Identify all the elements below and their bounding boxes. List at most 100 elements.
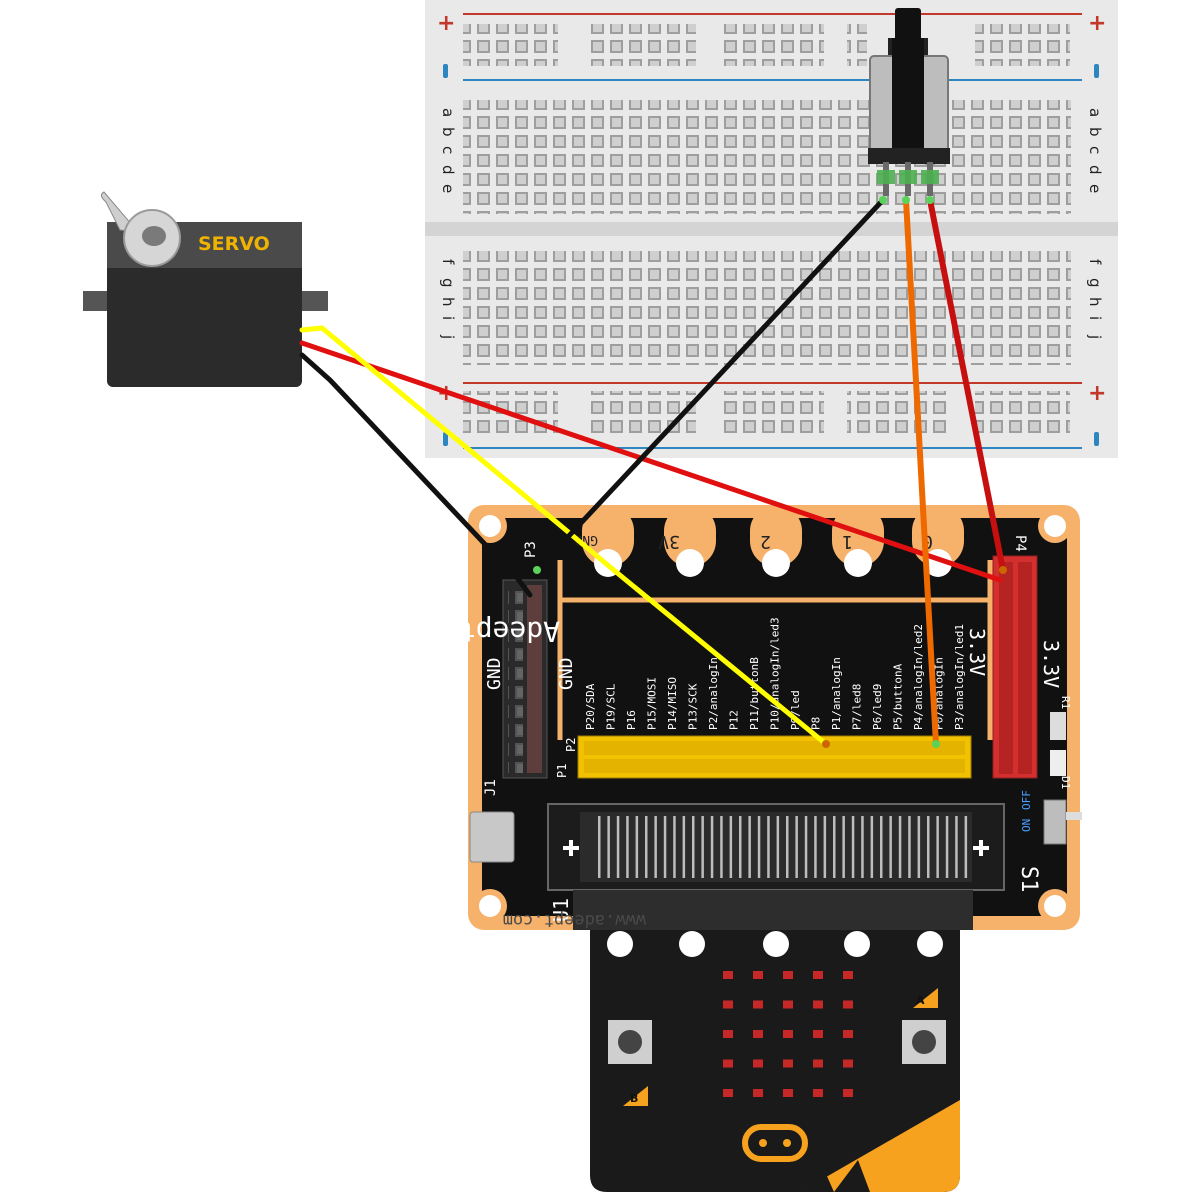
edge-pin	[898, 816, 902, 878]
edge-pin	[870, 816, 874, 878]
pot-ground-wire	[534, 197, 886, 573]
led-pixel	[753, 1059, 763, 1068]
mounting-holes	[473, 509, 1072, 923]
led-pixel	[813, 1059, 823, 1068]
edge-pin	[814, 816, 817, 878]
svg-text:a: a	[439, 108, 457, 117]
board-brand-text: Adeept	[459, 615, 560, 648]
pad-label-2: 2	[760, 531, 771, 552]
bottom-right-minus-symbol	[1094, 432, 1099, 446]
pin-label: P15/MOSI	[646, 677, 659, 730]
led-pixel	[843, 1030, 853, 1038]
button-a-label: A	[916, 994, 925, 1007]
adeept-breakout-board: GND 3V 2 1 0 Adeep	[459, 505, 1082, 930]
top-right-plus-symbol: +	[1088, 11, 1106, 36]
pin-label: P10/analogIn/led3	[769, 617, 782, 730]
servo-power-wire	[299, 340, 1003, 583]
button-b-label: B	[630, 1092, 638, 1105]
led-matrix	[723, 971, 853, 1097]
led-pixel	[753, 1030, 763, 1038]
row-letters-right-top: a b c d e	[1086, 108, 1104, 193]
led-pixel	[813, 1030, 823, 1038]
rotary-potentiometer-icon	[868, 8, 950, 196]
edge-pin	[598, 816, 601, 878]
row-letters-right-bottom: f g h i j	[1086, 259, 1104, 339]
gnd-right-label: GND	[556, 657, 577, 690]
power-switch[interactable]	[1043, 799, 1067, 845]
svg-text:b: b	[1086, 127, 1104, 137]
svg-text:d: d	[1086, 165, 1104, 175]
pad-label-1: 1	[842, 531, 853, 552]
pin-label: P7/led8	[851, 684, 864, 730]
svg-text:i: i	[439, 316, 457, 320]
svg-text:f: f	[439, 259, 457, 265]
edge-pin	[833, 816, 836, 878]
svg-text:b: b	[439, 127, 457, 137]
svg-text:j: j	[439, 334, 457, 339]
edge-pin	[607, 816, 610, 878]
edge-connector-pins	[598, 816, 968, 878]
pin-label: P5/buttonA	[892, 663, 905, 730]
top-rail-holes	[463, 24, 1070, 66]
v33-left-label: 3.3V	[965, 628, 989, 676]
svg-text:f: f	[1086, 259, 1104, 265]
edge-pin	[710, 816, 714, 878]
pot-power-wire	[927, 197, 1006, 573]
edge-pin	[927, 816, 930, 878]
servo-motor: SERVO	[83, 191, 328, 387]
led-pixel	[783, 1030, 793, 1038]
u1-label: U1	[549, 898, 573, 922]
led-pixel	[723, 1000, 733, 1009]
led-pixel	[753, 971, 763, 979]
edge-pin	[936, 816, 939, 878]
edge-pin	[861, 816, 864, 878]
edge-pin	[729, 816, 733, 878]
bottom-terminal-strip	[463, 251, 1071, 365]
j1-label: J1	[483, 779, 499, 796]
edge-pin	[720, 816, 723, 878]
v33-right-label: 3.3V	[1039, 640, 1063, 688]
led-pixel	[813, 1000, 823, 1009]
bottom-rail-holes	[463, 391, 1070, 433]
led-pixel	[813, 971, 823, 979]
edge-pin	[682, 816, 686, 878]
servo-signal-wire	[299, 325, 829, 747]
edge-pin	[804, 816, 808, 878]
usb-port[interactable]	[469, 811, 515, 863]
edge-pin	[823, 816, 827, 878]
d1-led	[1050, 750, 1066, 776]
servo-label: SERVO	[198, 233, 270, 255]
v33-header-red	[992, 555, 1038, 779]
edge-pin	[645, 816, 648, 878]
svg-text:d: d	[439, 165, 457, 175]
svg-text:j: j	[1086, 334, 1104, 339]
edge-pin	[767, 816, 770, 878]
microbit-logo	[742, 1124, 808, 1162]
svg-text:i: i	[1086, 316, 1104, 320]
edge-pin	[757, 816, 761, 878]
svg-text:e: e	[439, 184, 457, 193]
edge-pin	[739, 816, 742, 878]
row-letters-left-top: a b c d e	[439, 108, 457, 193]
led-pixel	[843, 1089, 853, 1097]
pad-label-3v: 3V	[658, 531, 680, 552]
led-pixel	[723, 971, 733, 979]
edge-pin	[776, 816, 780, 878]
pin-label: P14/MISO	[666, 677, 679, 730]
pin-label: P3/analogIn/led1	[953, 624, 966, 730]
p1-label: P1	[555, 764, 569, 778]
pin-label: P19/SCL	[605, 683, 618, 730]
led-pixel	[753, 1000, 763, 1009]
edge-pin	[663, 816, 667, 878]
edge-pin	[880, 816, 883, 878]
led-pixel	[783, 1000, 793, 1009]
led-pixel	[753, 1089, 763, 1097]
switch-off-label: OFF	[1020, 790, 1033, 810]
breadboard-center-channel	[425, 222, 1118, 236]
svg-text:c: c	[1086, 146, 1104, 154]
top-left-minus-symbol	[443, 64, 448, 78]
led-pixel	[783, 1089, 793, 1097]
svg-text:g: g	[439, 278, 457, 288]
pin-label: P12	[728, 710, 741, 730]
board-website-text: www.adeept.com	[503, 910, 646, 930]
